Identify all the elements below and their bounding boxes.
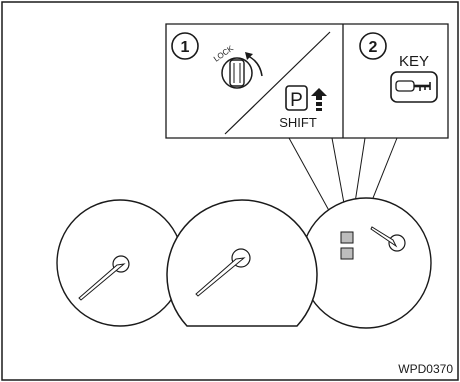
left-gauge-needle xyxy=(78,263,126,301)
shift-label: SHIFT xyxy=(279,115,317,130)
key-label: KEY xyxy=(399,53,429,70)
key-indicator-light xyxy=(340,247,354,260)
figure-id: WPD0370 xyxy=(398,362,453,376)
center-gauge xyxy=(166,199,318,327)
callout-1-circle xyxy=(171,32,199,60)
rotate-arrow-icon xyxy=(245,52,253,60)
callout-2: 2 KEY xyxy=(359,32,438,103)
park-shift-indicator: P xyxy=(285,85,327,111)
right-gauge xyxy=(300,197,432,329)
shift-indicator-light xyxy=(340,231,354,244)
callout-2-number: 2 xyxy=(369,39,378,56)
key-warning-icon xyxy=(390,71,438,103)
ignition-lock-icon xyxy=(221,52,263,89)
right-gauge-needle xyxy=(370,226,398,248)
callout-1-number: 1 xyxy=(181,39,190,56)
shift-up-arrow-icon xyxy=(311,88,327,96)
right-gauge-hub xyxy=(388,234,406,252)
callout-1: 1 LOCK P SHIFT xyxy=(171,32,327,130)
diagonal-divider xyxy=(224,31,331,135)
park-symbol: P xyxy=(290,90,303,111)
callout-2-circle xyxy=(359,32,387,60)
center-gauge-needle xyxy=(195,257,246,297)
left-gauge xyxy=(56,199,184,327)
